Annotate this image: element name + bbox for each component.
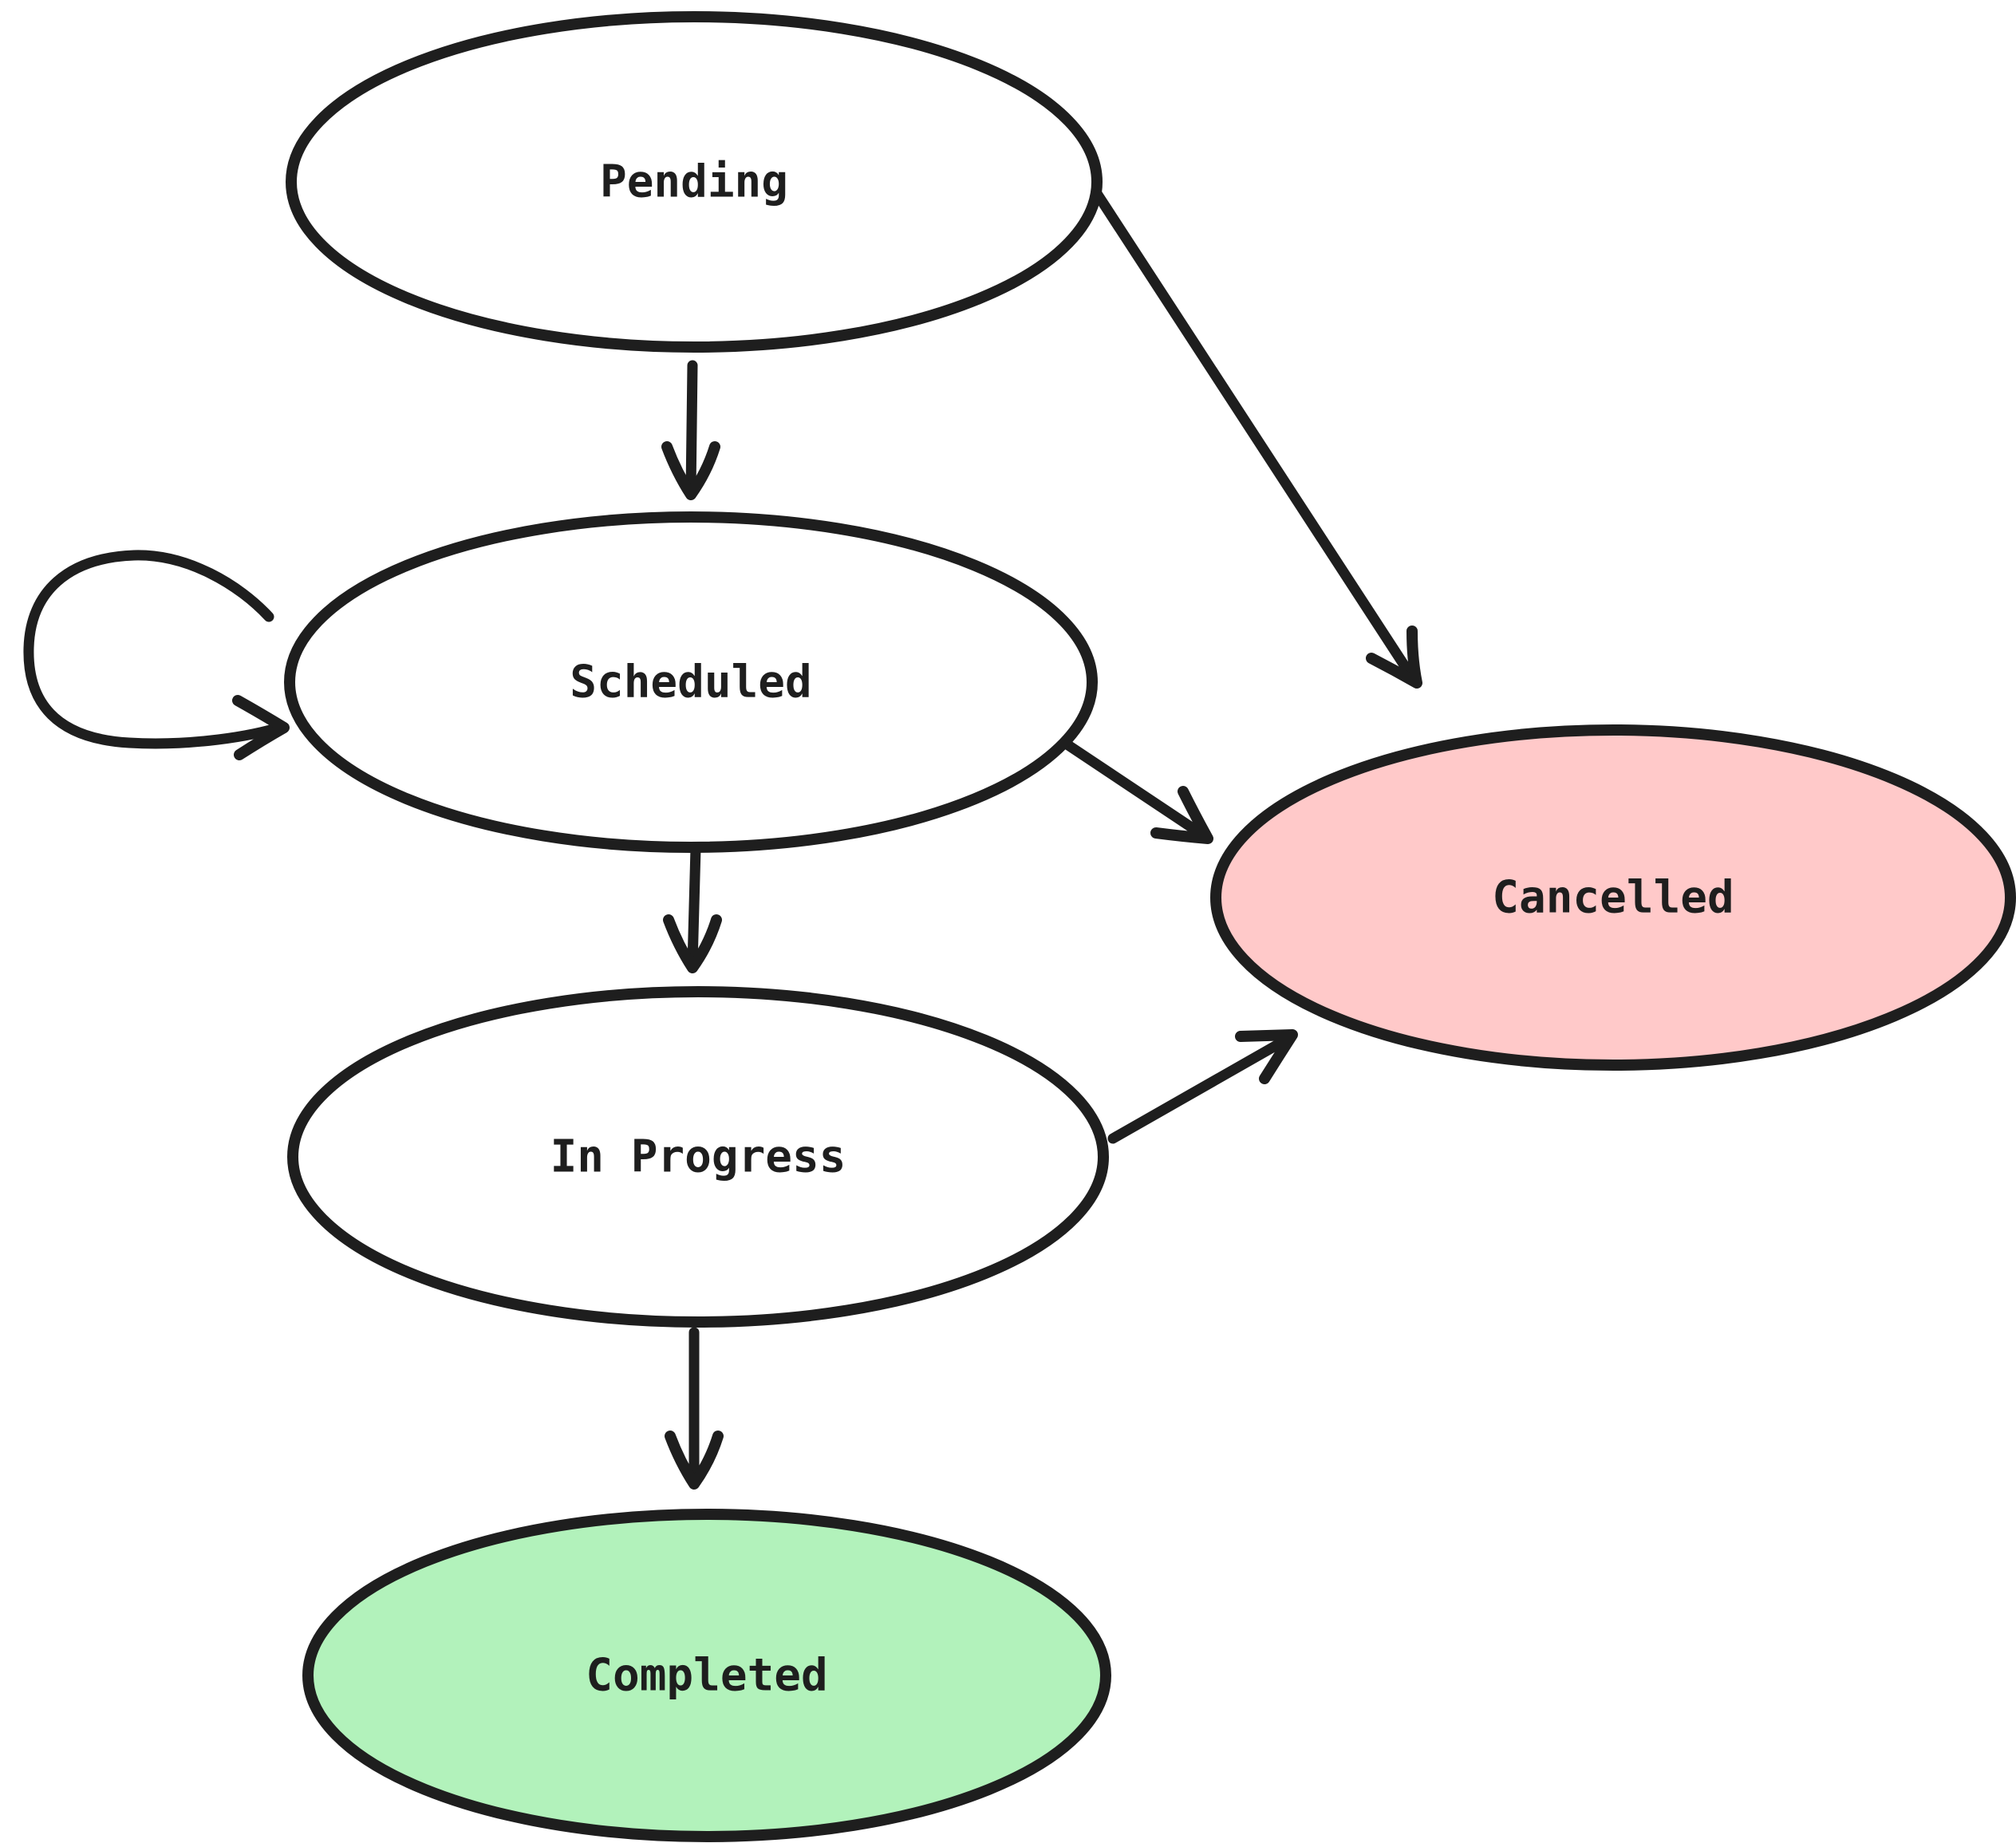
edge-in-progress-to-completed — [665, 1327, 724, 1490]
edge-pending-to-scheduled-arrowhead-icon — [661, 441, 720, 500]
edge-scheduled-to-in-progress-line — [687, 843, 701, 970]
edge-scheduled-self-loop-line — [23, 550, 282, 749]
node-in-progress-shape — [287, 986, 1109, 1328]
edge-in-progress-to-cancelled-arrowhead-icon — [1235, 1029, 1298, 1084]
edge-scheduled-to-in-progress — [663, 843, 722, 973]
edge-scheduled-self-loop — [23, 550, 290, 760]
node-completed-label: Completed — [586, 1650, 827, 1702]
node-scheduled-label: Scheduled — [570, 657, 811, 708]
edge-pending-to-scheduled — [661, 360, 720, 500]
edge-pending-to-cancelled — [1089, 184, 1422, 689]
node-cancelled-shape — [1210, 724, 2016, 1071]
node-pending-label: Pending — [600, 156, 788, 208]
node-completed-shape — [302, 1509, 1111, 1842]
edge-in-progress-to-cancelled-line — [1107, 1032, 1295, 1144]
edge-scheduled-to-cancelled-line — [1055, 735, 1210, 842]
node-scheduled-shape — [284, 511, 1098, 853]
node-pending: Pending — [286, 11, 1103, 353]
node-cancelled: Cancelled — [1210, 724, 2016, 1071]
node-in-progress: In Progress — [287, 986, 1109, 1328]
edge-scheduled-to-cancelled-arrowhead-icon — [1150, 786, 1213, 844]
edge-pending-to-cancelled-arrowhead-icon — [1366, 626, 1422, 689]
node-in-progress-label: In Progress — [550, 1131, 846, 1183]
node-scheduled: Scheduled — [284, 511, 1098, 853]
node-pending-shape — [286, 11, 1103, 353]
node-cancelled-label: Cancelled — [1492, 872, 1734, 924]
edge-scheduled-self-loop-arrowhead-icon — [232, 695, 290, 760]
edge-scheduled-to-cancelled — [1055, 735, 1213, 844]
edge-scheduled-to-in-progress-arrowhead-icon — [663, 914, 722, 973]
edge-pending-to-scheduled-line — [685, 360, 698, 497]
edge-in-progress-to-cancelled — [1107, 1029, 1298, 1144]
edge-in-progress-to-completed-arrowhead-icon — [665, 1431, 724, 1490]
node-completed: Completed — [302, 1509, 1111, 1842]
edge-pending-to-cancelled-line — [1089, 184, 1419, 685]
